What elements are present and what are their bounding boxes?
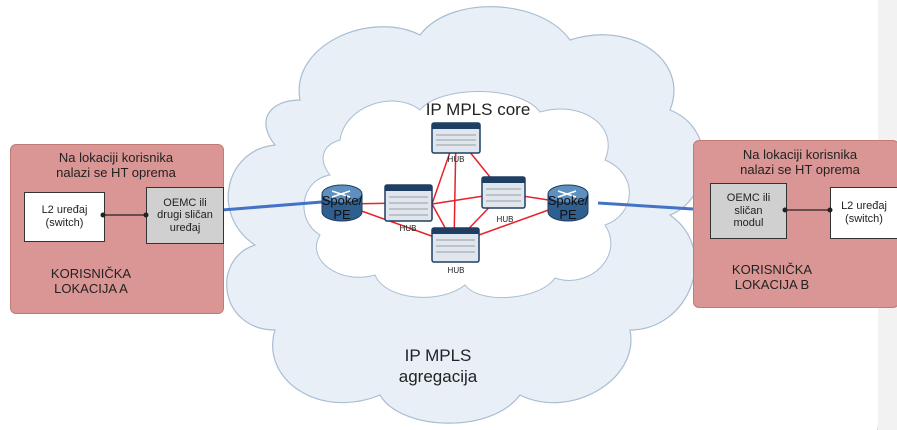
location-b-header: Na lokaciji korisnika nalazi se HT oprem… [740, 147, 860, 177]
hub-right-label: HUB [496, 215, 514, 224]
hub-right [481, 176, 526, 209]
hub-bottom [431, 227, 480, 263]
location-a-l2-device: L2 uređaj (switch) [24, 192, 105, 242]
router-icon-right [547, 184, 589, 222]
location-b-oemc-device: OEMC ili sličan modul [710, 183, 787, 239]
hub-left-label: HUB [399, 224, 417, 233]
hub-left [384, 184, 433, 222]
link-core-to-location-b [597, 201, 694, 211]
aggregation-title: IP MPLS agregacija [398, 346, 478, 387]
link-location-a-to-core [221, 200, 323, 212]
hub-top [431, 122, 481, 154]
router-icon-left [321, 184, 363, 222]
core-title: IP MPLS core [425, 100, 531, 119]
core-cloud [303, 91, 630, 299]
location-a-header: Na lokaciji korisnika nalazi se HT oprem… [56, 150, 176, 180]
location-a-oemc-device: OEMC ili drugi sličan uređaj [146, 187, 224, 244]
hub-top-label: HUB [447, 155, 465, 164]
location-b-footer: KORISNIČKA LOKACIJA B [731, 262, 813, 292]
location-b-l2-device: L2 uređaj (switch) [830, 187, 897, 239]
spoke-pe-right-label: Spoke/ PE [547, 193, 589, 222]
hub-bottom-label: HUB [447, 266, 465, 275]
spoke-pe-left-label: Spoke/ PE [321, 193, 363, 222]
location-a-footer: KORISNIČKA LOKACIJA A [50, 266, 132, 296]
